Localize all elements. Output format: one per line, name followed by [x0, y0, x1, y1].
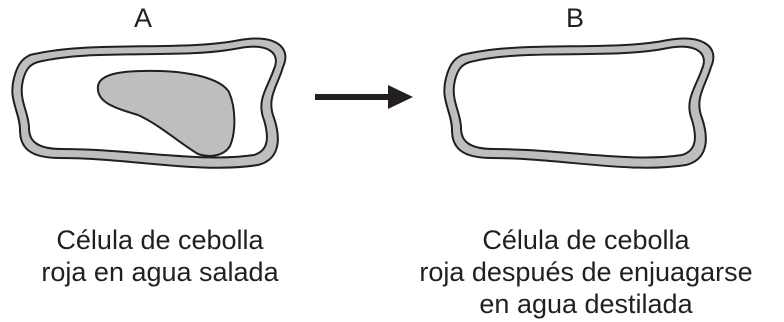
- panel-a-label: A: [134, 3, 152, 33]
- panel-b-label: B: [566, 3, 584, 33]
- caption-a-line: Célula de cebolla: [56, 225, 264, 255]
- onion-cell-a: [11, 37, 287, 169]
- caption-b-line: roja después de enjuagarse: [419, 257, 753, 287]
- onion-cell-b: [443, 37, 715, 169]
- transition-arrow: [315, 85, 413, 109]
- cell-b-interior: [452, 45, 705, 159]
- caption-b-line: en agua destilada: [479, 289, 693, 319]
- caption-a: Célula de cebolla roja en agua salada: [0, 224, 320, 288]
- caption-b-line: Célula de cebolla: [482, 225, 690, 255]
- cell-a-vacuole: [96, 69, 236, 157]
- caption-b: Célula de cebolla roja después de enjuag…: [388, 224, 784, 320]
- caption-a-line: roja en agua salada: [41, 257, 279, 287]
